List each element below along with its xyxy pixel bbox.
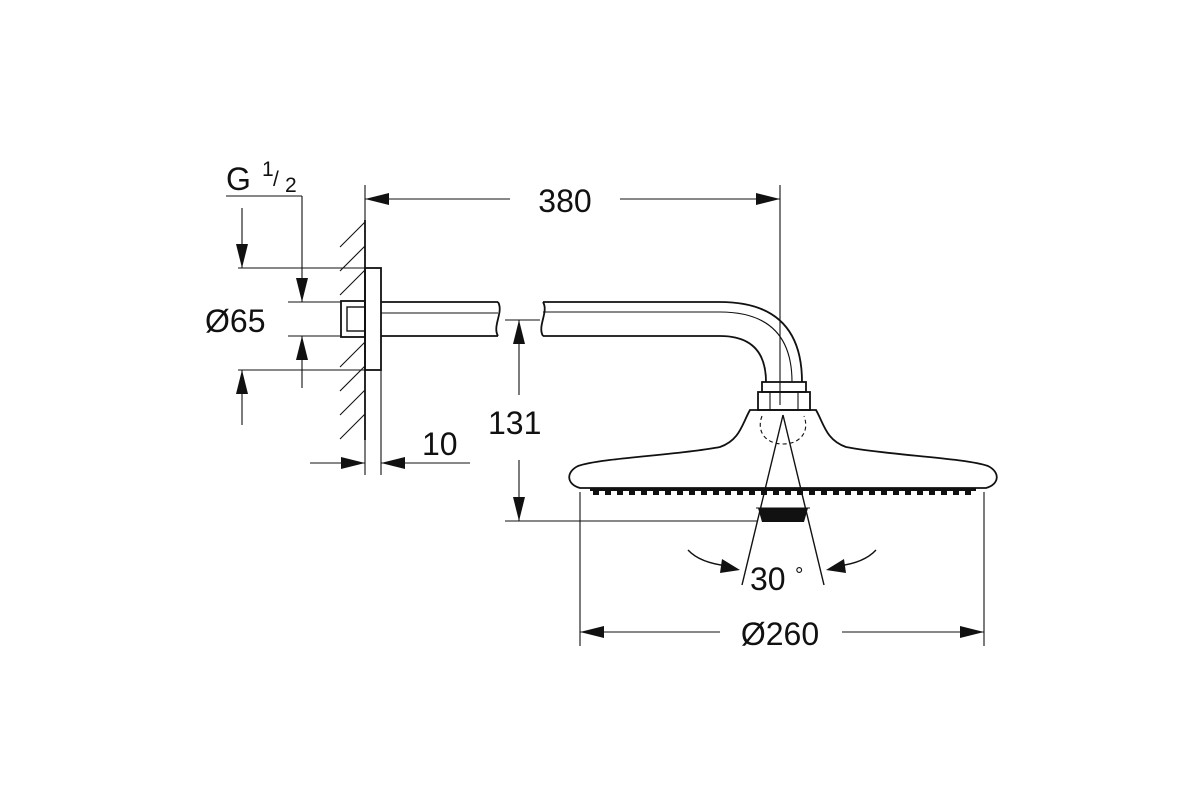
spray-angle-label: 30 [750, 561, 786, 597]
dimension-10 [310, 370, 470, 475]
dimension-380 [364, 185, 781, 405]
nozzle [617, 491, 623, 495]
nozzle [677, 491, 683, 495]
spray-angle-unit: ° [795, 564, 803, 587]
nozzle [833, 491, 839, 495]
height-drop-label: 131 [488, 405, 541, 441]
connector-nut [757, 381, 811, 411]
wall-flange [340, 267, 382, 371]
center-nozzle [758, 508, 808, 522]
nozzle [689, 491, 695, 495]
flange-diameter-label: Ø65 [205, 303, 265, 339]
nozzle [641, 491, 647, 495]
nozzle [701, 491, 707, 495]
shower-head [568, 409, 998, 522]
nozzle [713, 491, 719, 495]
nozzle [665, 491, 671, 495]
dimension-131 [505, 319, 758, 522]
nozzle [653, 491, 659, 495]
wall-gap-label: 10 [422, 426, 458, 462]
nozzle [605, 491, 611, 495]
thread-slash: / [273, 168, 279, 191]
nozzle [953, 491, 959, 495]
shower-arm [381, 301, 803, 383]
nozzle [869, 491, 875, 495]
nozzle [725, 491, 731, 495]
dimension-diameter-65 [236, 208, 381, 425]
nozzle-row [590, 488, 976, 495]
nozzle [917, 491, 923, 495]
nozzle [809, 491, 815, 495]
dimension-thread [226, 195, 341, 388]
nozzle [797, 491, 803, 495]
nozzle [893, 491, 899, 495]
head-diameter-label: Ø260 [741, 616, 819, 652]
thread-numerator-label: 1 [262, 158, 274, 181]
thread-denominator-label: 2 [285, 174, 297, 197]
nozzle [857, 491, 863, 495]
nozzle [593, 491, 599, 495]
arm-length-label: 380 [538, 183, 591, 219]
dimension-diameter-260 [579, 492, 985, 646]
nozzle [905, 491, 911, 495]
thread-prefix-label: G [226, 161, 251, 197]
nozzle [965, 491, 971, 495]
wall-section [339, 220, 366, 440]
nozzle [737, 491, 743, 495]
nozzle [881, 491, 887, 495]
nozzle [845, 491, 851, 495]
spray-angle-lines [687, 414, 877, 586]
nozzle [749, 491, 755, 495]
nozzle [941, 491, 947, 495]
nozzle [785, 491, 791, 495]
nozzle [929, 491, 935, 495]
nozzle [821, 491, 827, 495]
nozzle [773, 491, 779, 495]
nozzle [629, 491, 635, 495]
